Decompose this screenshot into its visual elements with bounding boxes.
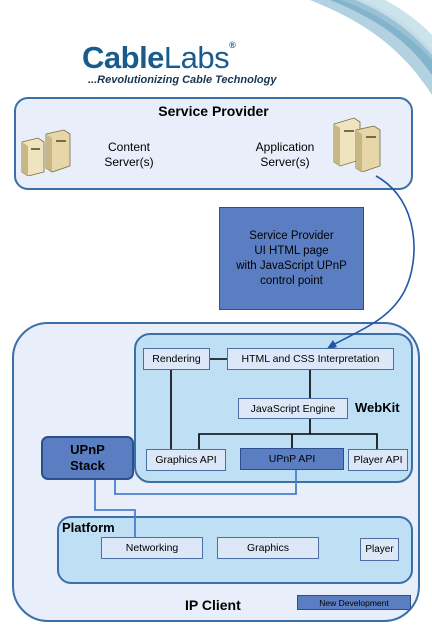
server-icon <box>333 117 381 172</box>
platform-title: Platform <box>62 520 115 535</box>
ui-html-page-box: Service Provider UI HTML page with JavaS… <box>219 207 364 310</box>
rendering-box: Rendering <box>143 348 210 370</box>
server-icon <box>21 129 71 176</box>
graphics-box: Graphics <box>217 537 319 559</box>
service-provider-title: Service Provider <box>158 103 269 119</box>
logo-brand-bold: Cable <box>82 40 164 75</box>
ip-client-title: IP Client <box>185 597 241 613</box>
cablelabs-logo: CableLabs® ...Revolutionizing Cable Tech… <box>82 40 277 86</box>
logo-tagline: ...Revolutionizing Cable Technology <box>88 74 277 86</box>
logo-brand-light: Labs <box>163 40 230 75</box>
application-server-label: Application Server(s) <box>255 140 315 169</box>
webkit-title: WebKit <box>355 400 400 415</box>
upnp-stack-box: UPnP Stack <box>41 436 134 480</box>
networking-box: Networking <box>101 537 203 559</box>
content-server-label: Content Server(s) <box>104 140 154 169</box>
upnp-api-box: UPnP API <box>240 448 344 470</box>
player-api-box: Player API <box>348 449 408 471</box>
graphics-api-box: Graphics API <box>146 449 226 471</box>
legend-new-development: New Development <box>297 595 411 610</box>
javascript-engine-box: JavaScript Engine <box>238 398 348 419</box>
player-box: Player <box>360 538 399 561</box>
html-css-interpretation-box: HTML and CSS Interpretation <box>227 348 394 370</box>
decorative-swirl <box>310 0 432 95</box>
